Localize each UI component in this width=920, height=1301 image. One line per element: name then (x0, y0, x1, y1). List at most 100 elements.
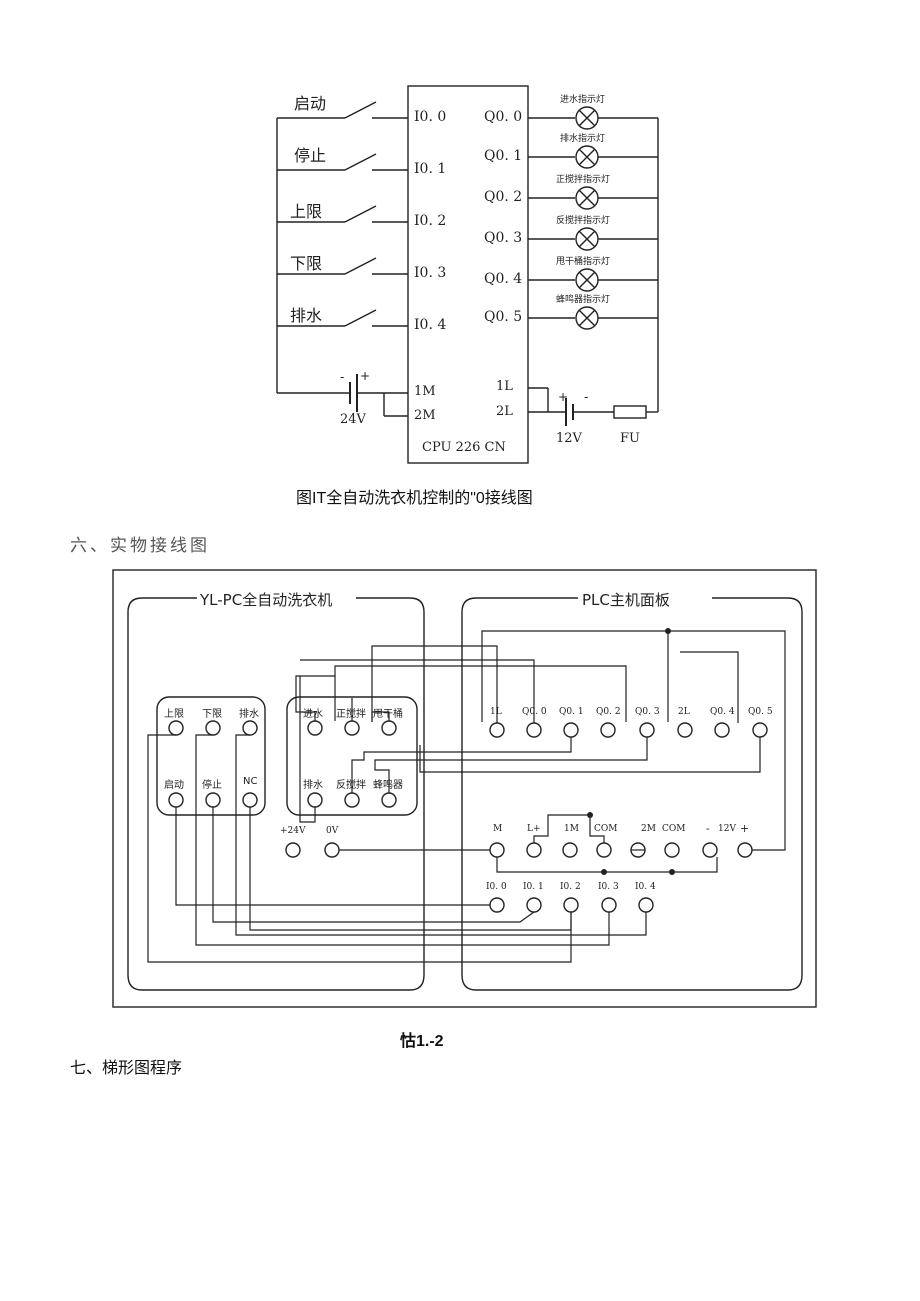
battery-12v-minus: - (584, 390, 589, 404)
mid-row-label-1: L+ (527, 824, 541, 834)
sensor-label-0: 上限 (164, 709, 184, 720)
out-row-label-2: Q0. 1 (559, 707, 584, 717)
physical-wiring-diagram (112, 569, 817, 1008)
actuator-label-1: 正搅拌 (336, 709, 366, 720)
mid-row-label-0: M (493, 824, 503, 834)
terminal-1m: 1M (414, 384, 436, 399)
input-terminal-2: I0. 2 (414, 213, 447, 229)
terminal-2m: 2M (414, 408, 436, 423)
output-terminal-5: Q0. 5 (484, 309, 523, 325)
input-switch-1 (277, 153, 408, 171)
lamp-label-5: 蜂鸣器指示灯 (556, 295, 611, 305)
middle-row-terminals (489, 842, 753, 858)
section-seven-heading: 七、梯形图程序 (70, 1060, 183, 1077)
input-row-terminals (489, 897, 654, 913)
sensor-label-5: NC (243, 776, 258, 787)
cpu-label: CPU 226 CN (422, 440, 506, 455)
in-row-label-0: I0. 0 (486, 882, 507, 892)
lamp-label-2: 正搅拌指示灯 (556, 175, 611, 185)
mid-row-label-2: 1M (564, 824, 579, 834)
battery-12v (528, 387, 614, 426)
outer-frame (112, 569, 817, 1008)
output-terminal-0: Q0. 0 (484, 109, 523, 125)
plc-io-diagram (276, 85, 659, 464)
fuse-label: FU (620, 431, 640, 446)
mid-row-label-6: - (706, 822, 710, 835)
battery-12v-plus: + (558, 390, 569, 404)
power-label-24v: +24V (280, 826, 306, 836)
input-terminal-1: I0. 1 (414, 161, 447, 177)
input-label-3: 下限 (290, 254, 323, 273)
out-row-label-5: 2L (678, 707, 690, 717)
input-label-4: 排水 (290, 306, 323, 325)
input-switch-3 (277, 257, 408, 275)
out-row-label-0: 1L (490, 707, 502, 717)
in-row-label-1: I0. 1 (523, 882, 544, 892)
plc-panel-title: PLC主机面板 (582, 591, 670, 609)
terminal-1l: 1L (496, 379, 513, 394)
terminal-2l: 2L (496, 404, 513, 419)
in-row-label-4: I0. 4 (635, 882, 656, 892)
input-terminal-4: I0. 4 (414, 317, 447, 333)
output-terminal-3: Q0. 3 (484, 230, 523, 246)
actuator-label-2: 甩干桶 (373, 709, 403, 720)
output-lamp-5 (528, 306, 658, 330)
voltage-24v-label: 24V (340, 412, 366, 427)
output-terminal-2: Q0. 2 (484, 189, 523, 205)
actuator-label-5: 蜂鸣器 (373, 780, 403, 791)
input-label-0: 启动 (294, 94, 327, 113)
lamp-label-1: 排水指示灯 (560, 134, 606, 144)
out-row-label-4: Q0. 3 (635, 707, 660, 717)
lamp-label-0: 进水指示灯 (560, 95, 606, 105)
actuator-label-4: 反搅拌 (336, 780, 366, 791)
actuator-label-0: 进水 (303, 709, 323, 720)
sensor-label-2: 排水 (239, 709, 259, 720)
in-row-label-3: I0. 3 (598, 882, 619, 892)
output-lamp-1 (528, 145, 658, 169)
output-row-terminals (489, 722, 768, 738)
input-label-1: 停止 (294, 146, 327, 165)
out-row-label-7: Q0. 5 (748, 707, 773, 717)
in-row-label-2: I0. 2 (560, 882, 581, 892)
power-terminals (285, 842, 340, 858)
output-lamp-0 (528, 106, 658, 130)
mid-row-label-7: 12V (718, 824, 736, 834)
output-lamp-2 (528, 186, 658, 210)
sensor-label-3: 启动 (164, 780, 184, 791)
fuse (613, 405, 658, 419)
actuator-box (286, 696, 418, 816)
sensor-box (156, 696, 266, 816)
wires (147, 630, 786, 963)
out-row-label-1: Q0. 0 (522, 707, 547, 717)
sensor-terminals (168, 720, 258, 808)
input-label-2: 上限 (290, 202, 323, 221)
output-lamp-3 (528, 227, 658, 251)
input-switch-0 (277, 101, 408, 119)
voltage-12v-label: 12V (556, 431, 582, 446)
mid-row-label-3: COM (594, 824, 618, 834)
actuator-label-3: 排水 (303, 780, 323, 791)
lamp-label-4: 甩干桶指示灯 (556, 257, 611, 267)
output-terminal-1: Q0. 1 (484, 148, 523, 164)
input-terminal-3: I0. 3 (414, 265, 447, 281)
power-label-0v: 0V (326, 826, 339, 836)
washer-panel-title: YL-PC全自动洗衣机 (200, 591, 333, 609)
lamp-label-3: 反搅拌指示灯 (556, 216, 611, 226)
junction-dots (587, 628, 675, 875)
plc-panel (461, 597, 803, 991)
battery-24v-minus: - (340, 370, 345, 384)
input-switch-4 (277, 309, 408, 327)
section-six-heading: 六、实物接线图 (70, 536, 210, 556)
output-terminal-4: Q0. 4 (484, 271, 523, 287)
figure2-caption: 怙1.-2 (400, 1033, 444, 1050)
input-terminal-0: I0. 0 (414, 109, 447, 125)
figure1-caption: 图IT全自动洗衣机控制的"0接线图 (296, 490, 533, 507)
out-row-label-6: Q0. 4 (710, 707, 735, 717)
mid-row-label-4: 2M (641, 824, 656, 834)
output-lamp-4 (528, 268, 658, 292)
washer-panel (127, 597, 425, 991)
mid-row-label-5: COM (662, 824, 686, 834)
out-row-label-3: Q0. 2 (596, 707, 621, 717)
battery-24v (277, 374, 408, 417)
